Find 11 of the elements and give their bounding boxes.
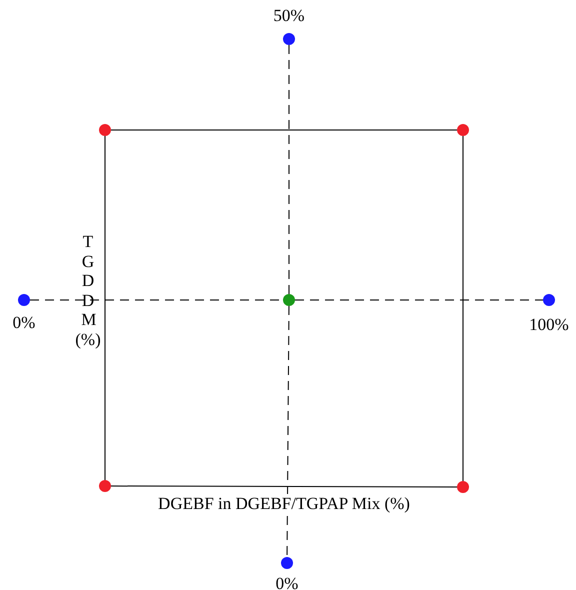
tick-label: 0% <box>276 575 298 590</box>
tick-label: 50% <box>273 7 305 24</box>
axis-title: DGEBF in DGEBF/TGPAP Mix (%) <box>156 494 412 514</box>
tick-label: 100% <box>529 316 569 333</box>
axis-title: TGDDM (%) <box>74 232 102 350</box>
line <box>104 136 106 480</box>
dashed-line <box>286 306 290 558</box>
tick-label: 0% <box>12 314 36 331</box>
line <box>110 486 458 488</box>
line <box>462 136 464 482</box>
dashed-line <box>288 44 290 294</box>
